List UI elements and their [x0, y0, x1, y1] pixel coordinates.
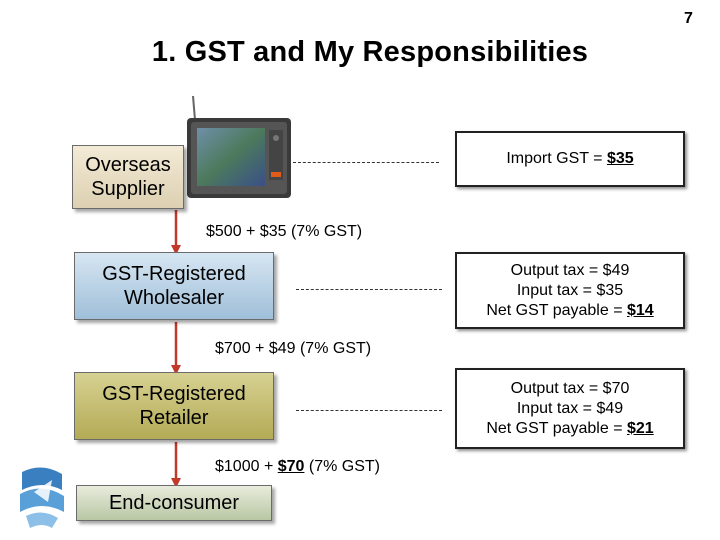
- wholesaler-label-line2: Wholesaler: [123, 287, 225, 309]
- flow-gst-amount: $70: [277, 458, 305, 475]
- flow-label-supplier-to-wholesaler: $500 + $35 (7% GST): [206, 223, 363, 240]
- retailer-label-line2: Retailer: [139, 407, 209, 429]
- retailer-label-line1: GST-Registered: [102, 383, 246, 405]
- overseas-supplier-box: Overseas Supplier: [72, 145, 184, 209]
- supplier-label-line2: Supplier: [91, 178, 165, 200]
- television-icon: [187, 95, 291, 198]
- retailer-tax-box: Output tax = $70 Input tax = $49 Net GST…: [455, 368, 685, 449]
- company-logo-icon: [20, 467, 64, 528]
- flow-label-wholesaler-to-retailer: $700 + $49 (7% GST): [215, 340, 372, 357]
- retailer-net-label: Net GST payable =: [486, 419, 627, 437]
- page-number: 7: [684, 10, 693, 27]
- import-gst-box: Import GST = $35: [455, 131, 685, 187]
- end-consumer-box: End-consumer: [76, 485, 272, 521]
- flow-suffix: (7% GST): [304, 458, 380, 475]
- consumer-label: End-consumer: [108, 492, 240, 514]
- flow-label-retailer-to-consumer: $1000 + $70 (7% GST): [215, 458, 380, 476]
- import-gst-amount: $35: [606, 150, 634, 167]
- wholesaler-label-line1: GST-Registered: [102, 263, 246, 285]
- flow-prefix: $1000 +: [215, 458, 278, 475]
- wholesaler-box: GST-Registered Wholesaler: [74, 252, 274, 320]
- retailer-net-amount: $21: [626, 419, 654, 437]
- retailer-output-tax: Output tax = $70: [510, 379, 630, 397]
- slide-title: 1. GST and My Responsibilities: [151, 36, 589, 68]
- connector-wholesaler: [296, 289, 442, 290]
- import-gst-label: Import GST =: [506, 150, 607, 167]
- wholesaler-net-amount: $14: [626, 301, 654, 319]
- supplier-label-line1: Overseas: [85, 154, 171, 176]
- connector-supplier: [293, 162, 439, 163]
- connector-retailer: [296, 410, 442, 411]
- wholesaler-output-tax: Output tax = $49: [510, 261, 630, 279]
- wholesaler-input-tax: Input tax = $35: [516, 281, 624, 299]
- retailer-box: GST-Registered Retailer: [74, 372, 274, 440]
- wholesaler-net-label: Net GST payable =: [486, 301, 627, 319]
- retailer-input-tax: Input tax = $49: [516, 399, 624, 417]
- wholesaler-tax-box: Output tax = $49 Input tax = $35 Net GST…: [455, 252, 685, 329]
